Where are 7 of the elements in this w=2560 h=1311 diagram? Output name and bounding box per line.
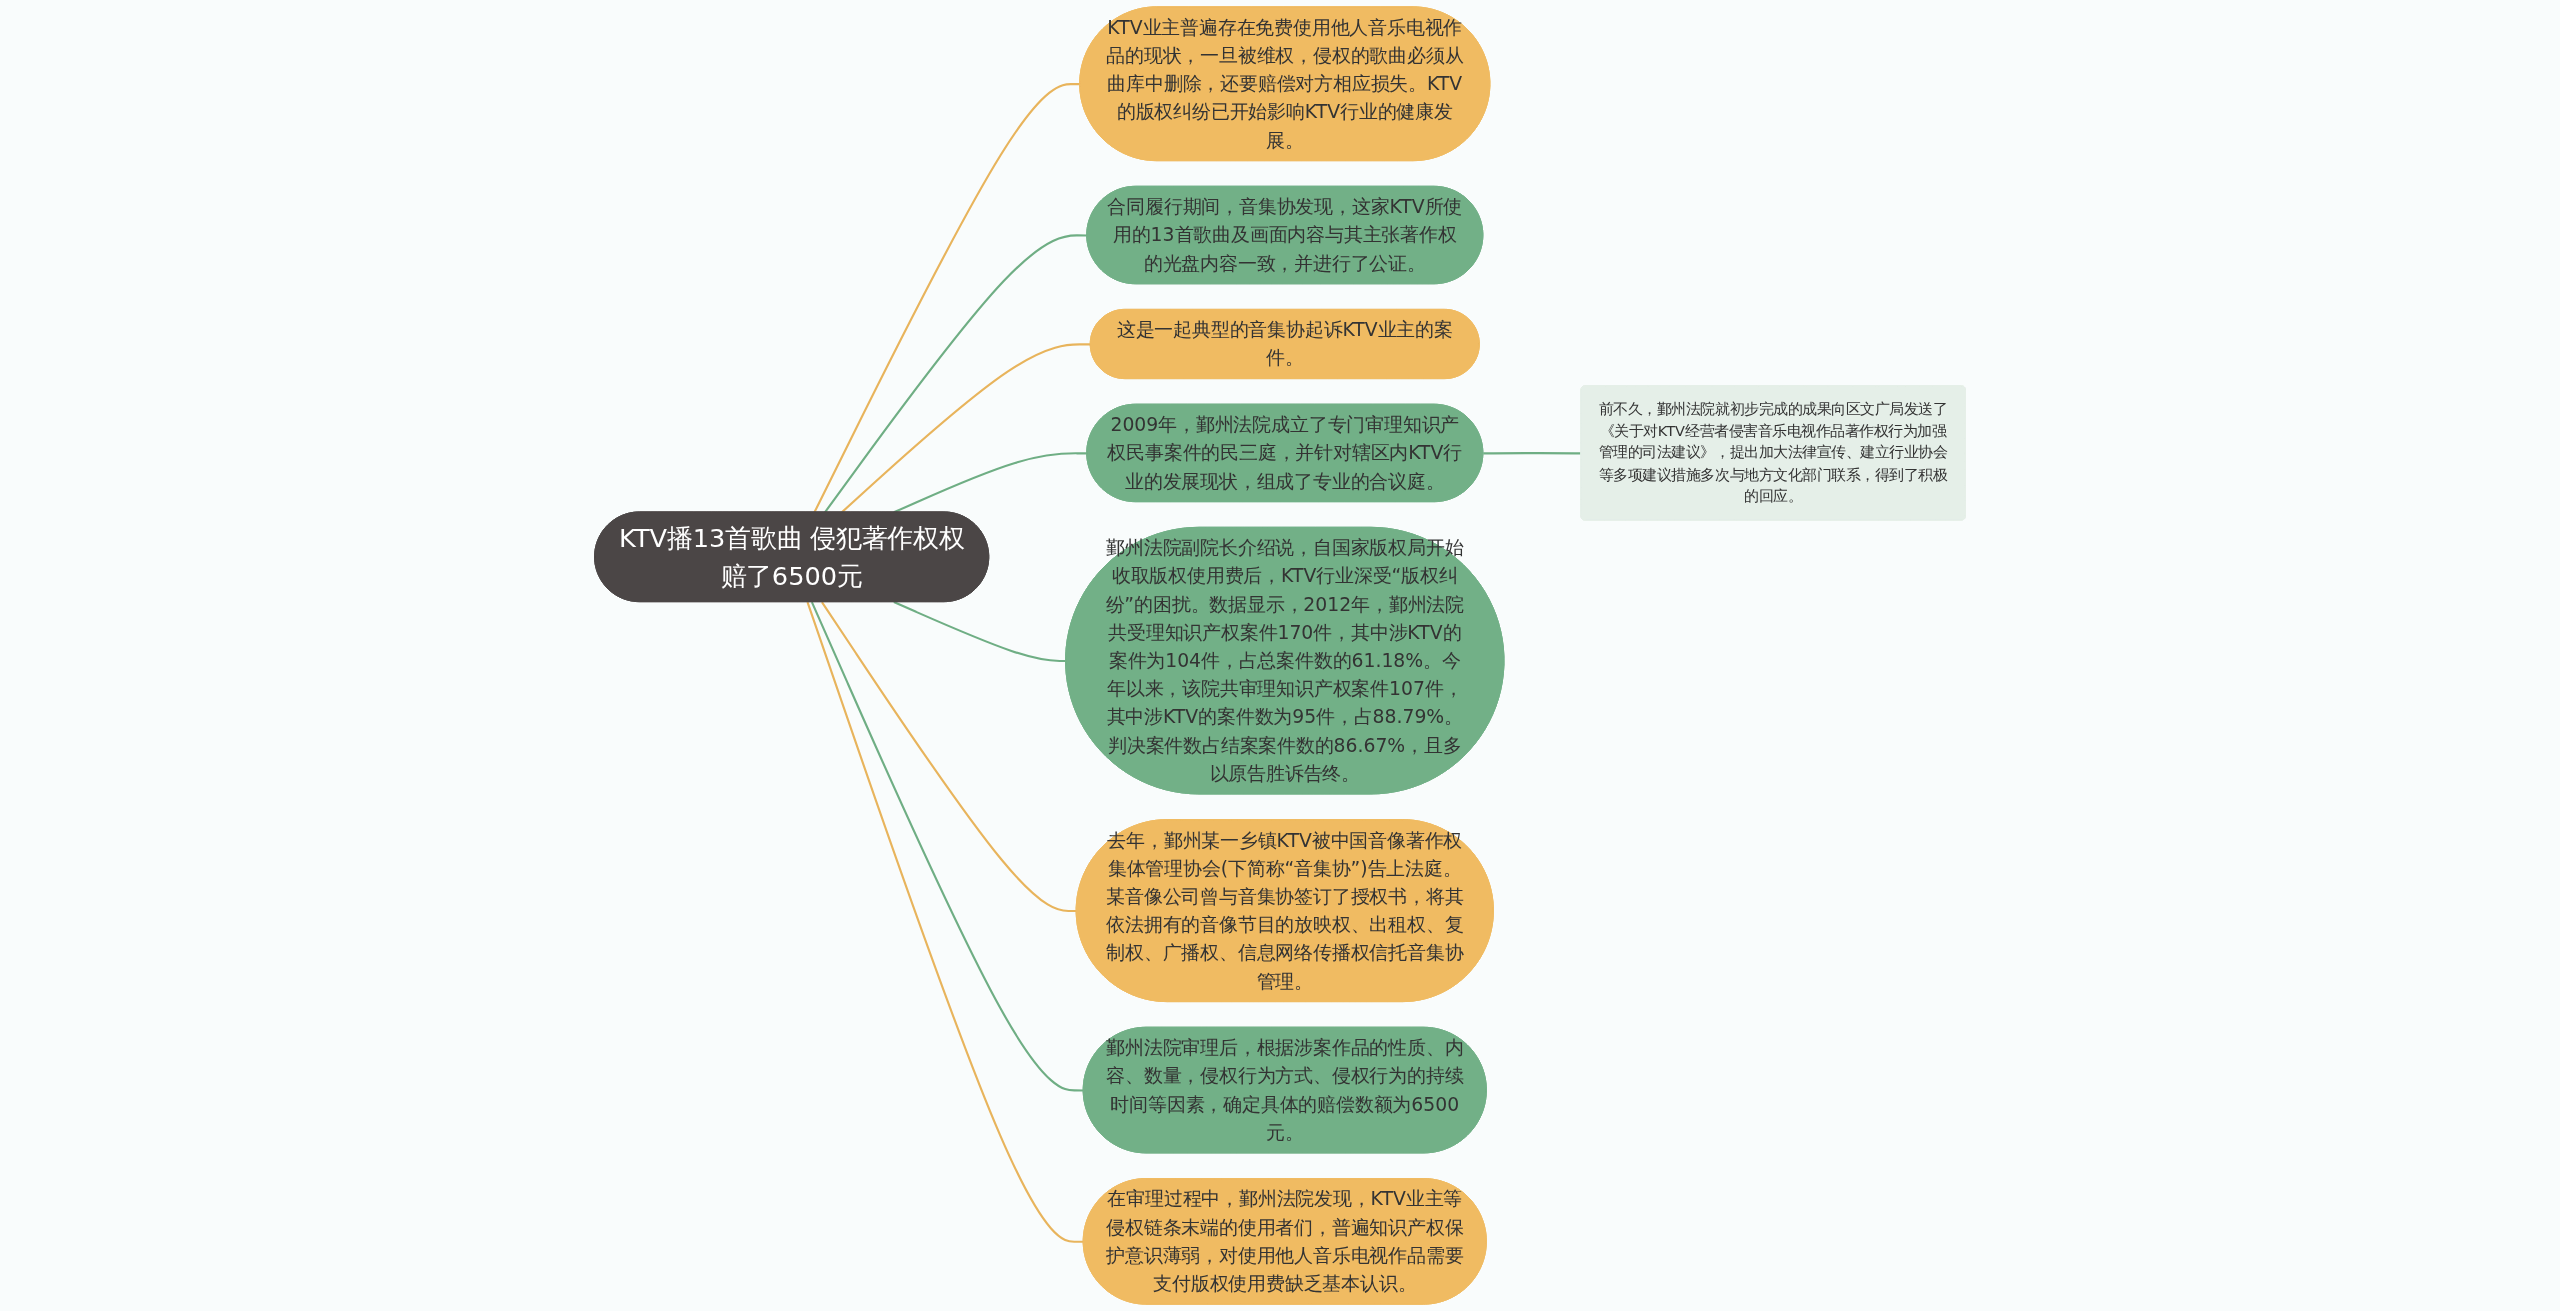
connector bbox=[806, 601, 1084, 1243]
connector bbox=[821, 601, 1077, 913]
connector bbox=[810, 601, 1084, 1092]
connector bbox=[893, 601, 1067, 663]
connector bbox=[824, 234, 1088, 513]
connector bbox=[813, 83, 1081, 513]
connector bbox=[1483, 452, 1582, 455]
